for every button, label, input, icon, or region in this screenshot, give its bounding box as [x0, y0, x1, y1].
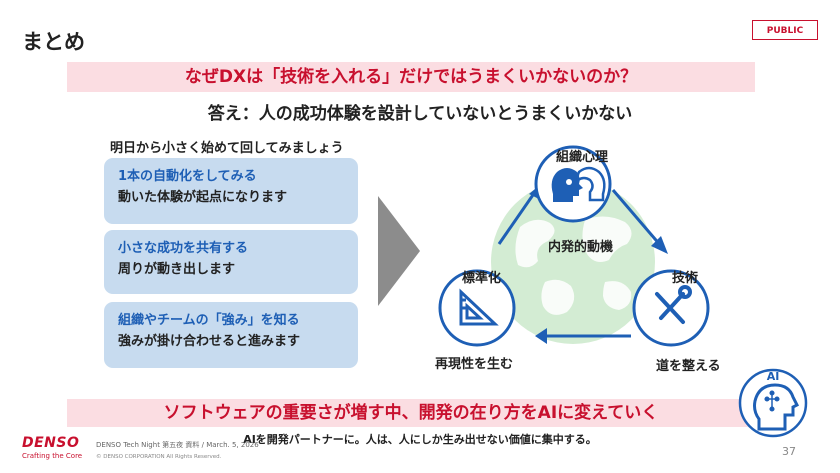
cycle-label-top: 組織心理 [556, 150, 609, 165]
denso-logo: DENSO [22, 435, 80, 451]
answer-text: 答え：人の成功体験を設計していないとうまくいかない [207, 104, 633, 124]
card-heading: 組織やチームの「強み」を知る [118, 313, 300, 328]
page-number: 37 [782, 445, 796, 458]
wrench-screwdriver-icon [655, 285, 692, 324]
triangle-ruler-icon [459, 288, 499, 326]
heads-icon [551, 166, 606, 202]
page-title: まとめ [22, 30, 85, 54]
question-banner: なぜDXは「技術を入れる」だけではうまくいかないのか？ [67, 62, 755, 92]
cycle-label-bottom-right: 道を整える [656, 359, 721, 374]
cycle-label-left: 標準化 [462, 271, 502, 286]
globe-icon [491, 180, 655, 344]
action-card-2: 小さな成功を共有する 周りが動き出します [104, 230, 358, 294]
right-chevron-arrow-icon [378, 196, 420, 306]
ai-badge-label: AI [767, 370, 780, 383]
public-badge: PUBLIC [752, 20, 818, 40]
action-card-3: 組織やチームの「強み」を知る 強みが掛け合わせると進みます [104, 302, 358, 368]
ai-head-icon: AI [738, 368, 808, 438]
card-heading: 小さな成功を共有する [118, 241, 249, 256]
lead-text: 明日から小さく始めて回してみましょう [110, 141, 344, 156]
card-heading: 1本の自動化をしてみる [118, 169, 257, 184]
cycle-label-center: 内発的動機 [548, 240, 614, 255]
card-body: 動いた体験が起点になります [118, 190, 288, 205]
cycle-label-bottom-left: 再現性を生む [435, 357, 514, 372]
footer-copyright: © DENSO CORPORATION All Rights Reserved. [96, 454, 222, 460]
card-body: 強みが掛け合わせると進みます [118, 334, 301, 349]
bottom-subtext: AIを開発パートナーに。人は、人にしか生み出せない価値に集中する。 [243, 433, 597, 446]
cycle-diagram [438, 145, 710, 347]
card-body: 周りが動き出します [118, 262, 236, 277]
cycle-label-right: 技術 [672, 271, 699, 286]
footer-meta: DENSO Tech Night 第五夜 資料 / March. 5, 2026 [96, 441, 259, 449]
bottom-headline: ソフトウェアの重要さが増す中、開発の在り方をAIに変えていく [67, 399, 755, 427]
action-card-1: 1本の自動化をしてみる 動いた体験が起点になります [104, 158, 358, 224]
denso-tagline: Crafting the Core [22, 452, 83, 460]
